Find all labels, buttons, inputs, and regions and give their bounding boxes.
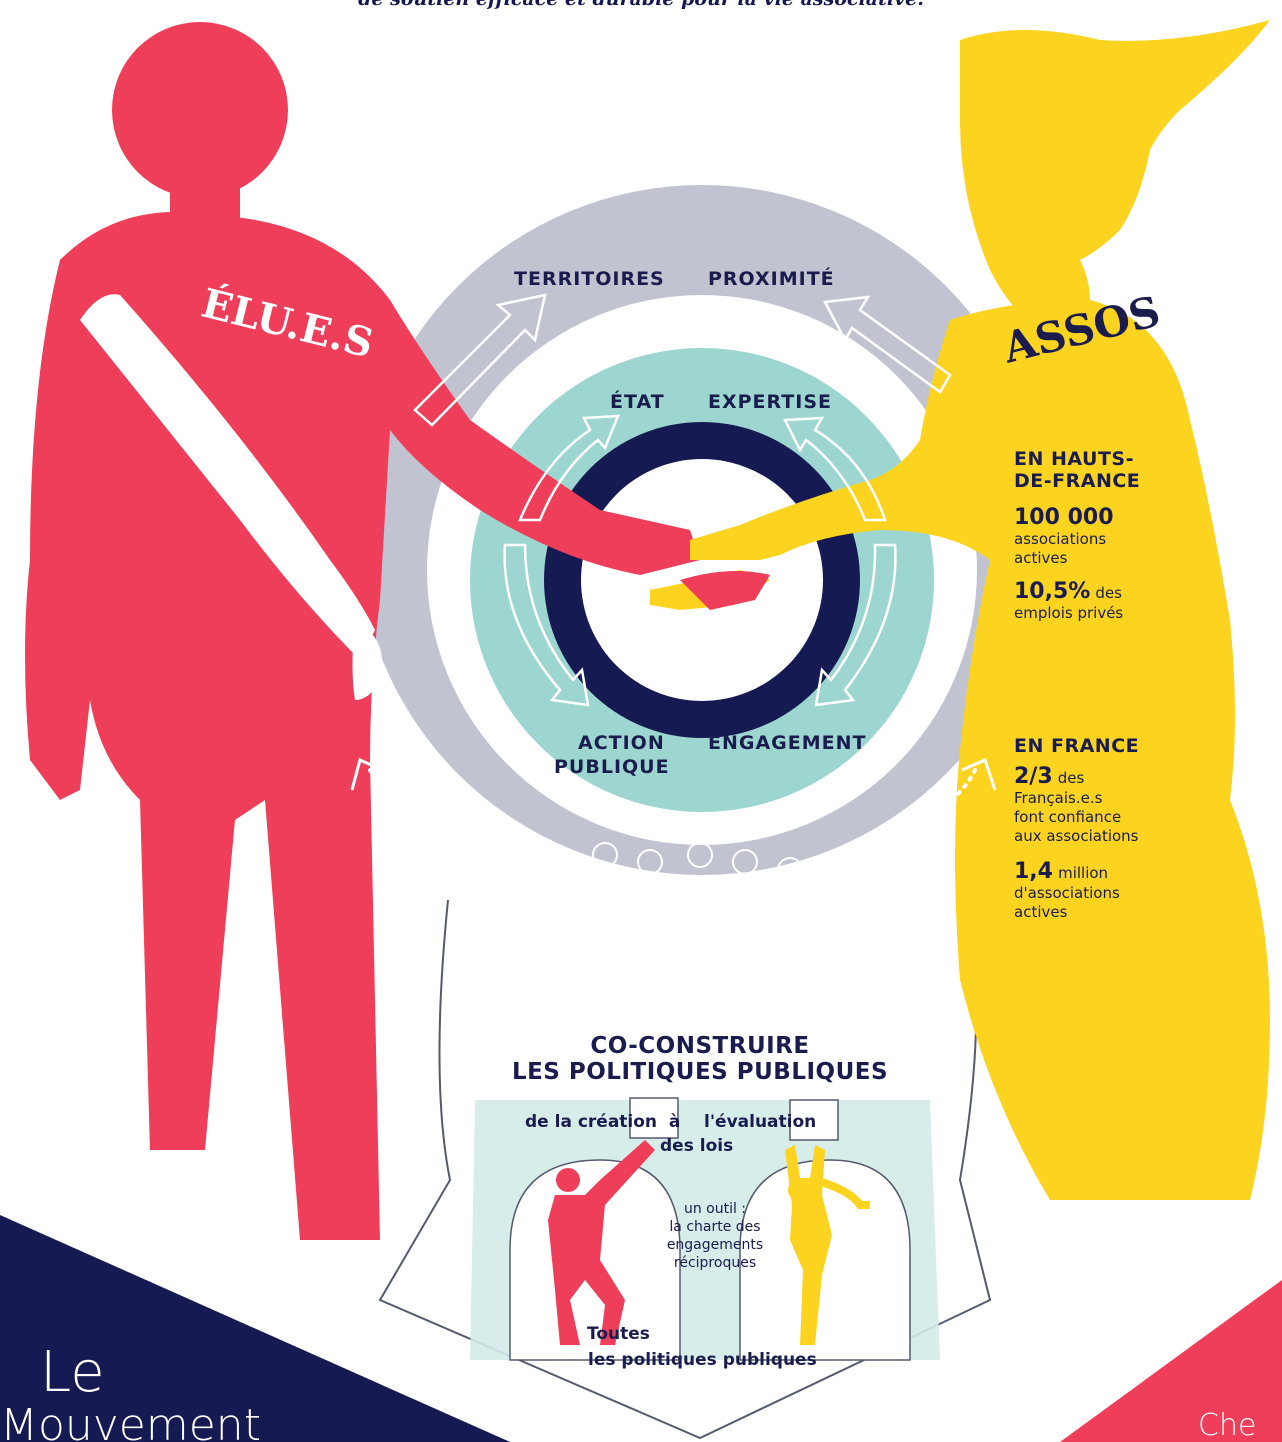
hdf-jobs-text-1: des <box>1095 584 1122 602</box>
confiance-arc <box>863 768 977 842</box>
hdf-jobs-text-2: emplois privés <box>1014 604 1124 622</box>
vote-arrowhead <box>350 757 383 791</box>
toutes-line-1: Toutes <box>587 1324 650 1344</box>
vote-arc <box>368 768 477 842</box>
charte-line-2: la charte des <box>669 1219 761 1235</box>
logo-le: Le <box>40 1340 105 1405</box>
charte-line-3: engagements <box>666 1237 764 1253</box>
label-publique: PUBLIQUE <box>554 756 670 778</box>
hdf-heading-2: DE-FRANCE <box>1014 470 1141 492</box>
inner-arrow-lr <box>814 543 897 707</box>
fr-trust-text-3: font confiance <box>1014 808 1122 826</box>
outer-arrow-right <box>823 295 952 394</box>
hdf-assoc-number: 100 000 <box>1014 505 1114 530</box>
small-assos-figure <box>785 1145 870 1345</box>
small-elu-figure <box>548 1140 655 1345</box>
corner-text: Che <box>1198 1408 1257 1442</box>
fr-trust-text-2: Français.e.s <box>1014 789 1103 807</box>
handshake-red <box>680 571 770 610</box>
label-territoires: TERRITOIRES <box>514 268 665 290</box>
label-citoyens: CITOYEN.NE.S <box>554 936 886 983</box>
fr-trust-number: 2/3 <box>1014 764 1053 789</box>
hdf-assoc-text-2: actives <box>1014 549 1068 567</box>
red-corner <box>1060 1280 1282 1442</box>
coconstruire-title-1: CO-CONSTRUIRE <box>590 1033 810 1059</box>
label-etat: ÉTAT <box>610 391 665 413</box>
sign-left <box>629 1097 679 1139</box>
toutes-line-2: les politiques publiques <box>588 1350 817 1370</box>
inner-arrow-ll <box>503 543 590 707</box>
stats-hauts-de-france: EN HAUTS- DE-FRANCE 100 000 associations… <box>1014 448 1204 623</box>
stats-france: EN FRANCE 2/3 des Français.e.s font conf… <box>1014 735 1214 922</box>
charte-text: un outil : la charte des engagements réc… <box>655 1200 775 1272</box>
hdf-heading-1: EN HAUTS- <box>1014 448 1134 470</box>
label-confiance: CONFIANCE <box>818 856 938 876</box>
header-text: de soutien efficace et durable pour la v… <box>0 0 1282 10</box>
hdf-jobs-number: 10,5% <box>1014 579 1091 604</box>
sash-knot <box>352 620 383 700</box>
charte-line-1: un outil : <box>683 1201 747 1217</box>
crowd-sketch <box>519 842 803 931</box>
fr-assoc-text-3: actives <box>1014 903 1068 921</box>
label-expertise: EXPERTISE <box>708 391 833 413</box>
label-action: ACTION <box>578 732 665 754</box>
elu-figure <box>25 22 700 1240</box>
creation-evaluation-line: de la création à l'évaluation <box>525 1112 817 1132</box>
des-lois-line: des lois <box>660 1136 734 1156</box>
label-vote: VOTE <box>456 858 511 878</box>
outer-arrow-left <box>413 293 547 427</box>
navy-corner <box>0 1215 510 1442</box>
logo-mouvement: Mouvement <box>0 1400 261 1442</box>
fr-trust-text-1: des <box>1057 769 1085 787</box>
fr-heading: EN FRANCE <box>1014 735 1140 757</box>
inner-arrow-ur <box>783 416 887 522</box>
sign-right <box>789 1099 839 1141</box>
coconstruire-title-2: LES POLITIQUES PUBLIQUES <box>511 1059 889 1085</box>
fr-assoc-number: 1,4 <box>1014 859 1053 884</box>
fr-assoc-text-1: million <box>1058 864 1109 882</box>
label-proximite: PROXIMITÉ <box>708 268 835 290</box>
label-engagement: ENGAGEMENT <box>708 732 867 754</box>
charte-line-4: réciproques <box>673 1255 757 1271</box>
fr-trust-text-4: aux associations <box>1014 827 1139 845</box>
sash <box>80 294 375 660</box>
assos-figure <box>690 20 1270 1200</box>
hdf-assoc-text-1: associations <box>1014 530 1107 548</box>
fr-assoc-text-2: d'associations <box>1014 884 1120 902</box>
inner-arrow-ul <box>518 414 620 522</box>
confiance-arrowhead <box>961 757 997 791</box>
